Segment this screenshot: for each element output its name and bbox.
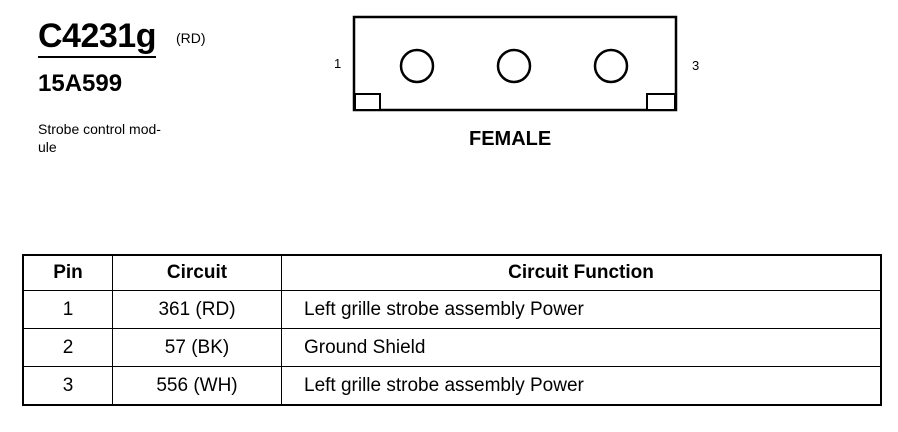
pinout-table: Pin Circuit Circuit Function 1 361 (RD) … — [22, 254, 882, 406]
table-header-row: Pin Circuit Circuit Function — [22, 254, 882, 291]
pin-label-last: 3 — [692, 58, 700, 73]
latch-right-icon — [646, 93, 676, 111]
pin-label-first: 1 — [334, 56, 342, 71]
cell-circuit: 57 (BK) — [112, 328, 282, 367]
pin-cavity-1 — [399, 48, 435, 84]
header-circuit-function: Circuit Function — [281, 254, 882, 291]
header-circuit: Circuit — [112, 254, 282, 291]
pin-cavity-3 — [593, 48, 629, 84]
connector-description: Strobe control mod- ule — [38, 120, 208, 156]
part-number: 15A599 — [38, 70, 123, 97]
connector-id: C4231g — [38, 16, 156, 58]
cell-pin: 1 — [22, 290, 113, 329]
table-row: 2 57 (BK) Ground Shield — [22, 328, 882, 367]
cell-circuit: 556 (WH) — [112, 366, 282, 406]
table-row: 1 361 (RD) Left grille strobe assembly P… — [22, 290, 882, 329]
connector-gender: FEMALE — [469, 128, 552, 150]
cell-function: Ground Shield — [281, 328, 882, 367]
description-line-1: Strobe control mod- — [38, 121, 161, 137]
connector-face-diagram — [352, 15, 678, 112]
pin-cavity-2 — [496, 48, 532, 84]
cell-function: Left grille strobe assembly Power — [281, 366, 882, 406]
cell-pin: 3 — [22, 366, 113, 406]
table-row: 3 556 (WH) Left grille strobe assembly P… — [22, 366, 882, 406]
description-line-2: ule — [38, 139, 57, 155]
cell-pin: 2 — [22, 328, 113, 367]
connector-color: (RD) — [176, 30, 206, 46]
latch-left-icon — [354, 93, 381, 111]
cell-function: Left grille strobe assembly Power — [281, 290, 882, 329]
header-pin: Pin — [22, 254, 113, 291]
cell-circuit: 361 (RD) — [112, 290, 282, 329]
